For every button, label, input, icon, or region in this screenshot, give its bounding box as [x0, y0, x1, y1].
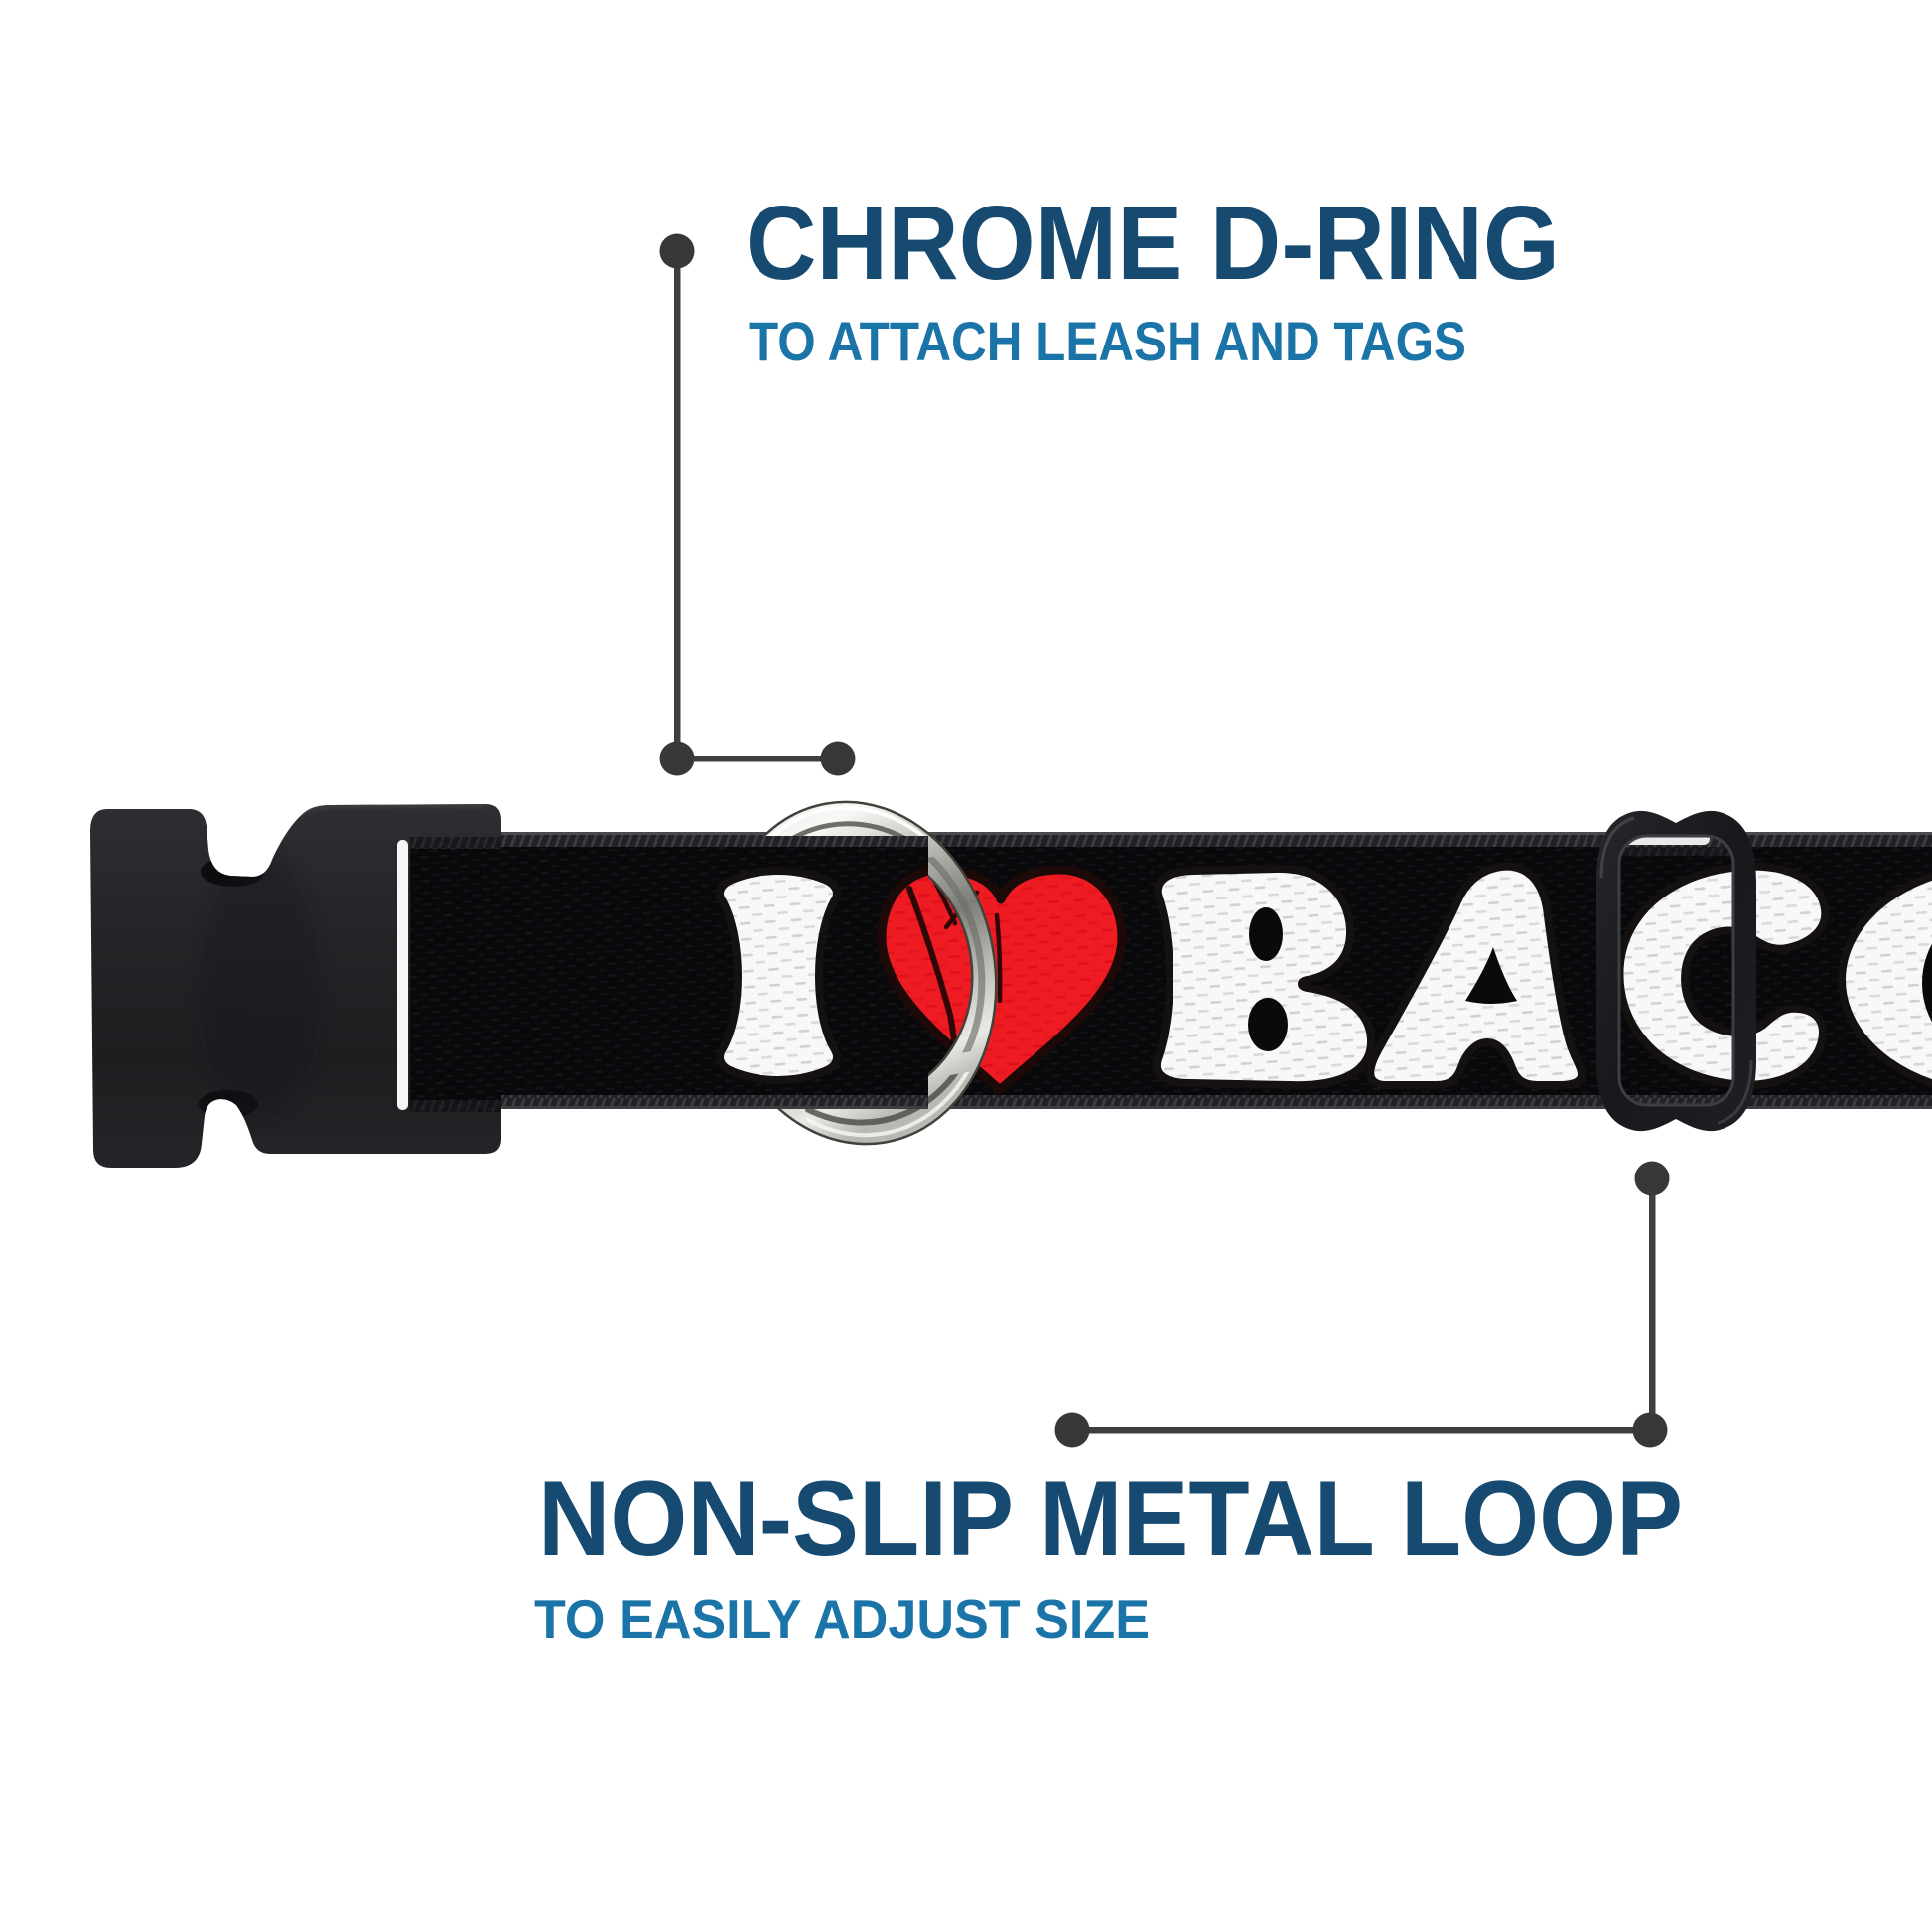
- svg-text:CHROME D-RING: CHROME D-RING: [746, 185, 1560, 302]
- svg-text:NON-SLIP METAL LOOP: NON-SLIP METAL LOOP: [538, 1458, 1683, 1578]
- svg-text:TO EASILY ADJUST SIZE: TO EASILY ADJUST SIZE: [534, 1588, 1150, 1650]
- svg-text:TO ATTACH LEASH AND TAGS: TO ATTACH LEASH AND TAGS: [749, 310, 1466, 372]
